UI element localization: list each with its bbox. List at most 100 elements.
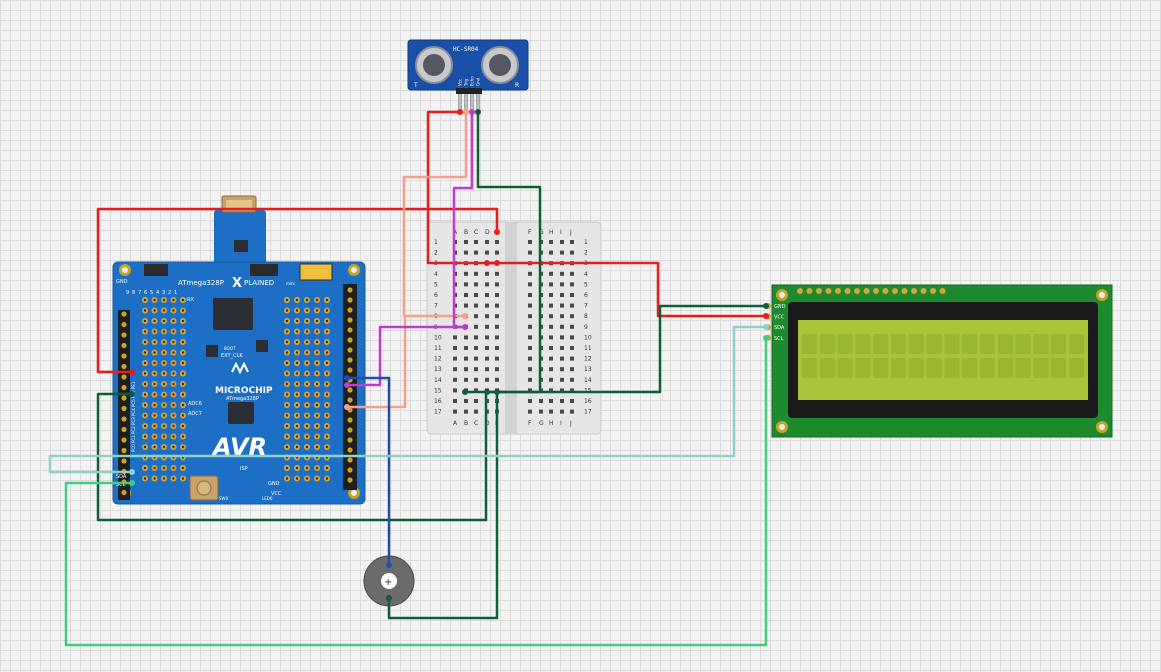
header-pin[interactable] [121,384,127,391]
breadboard-hole[interactable] [453,346,457,350]
breadboard-hole[interactable] [528,303,532,308]
wire-endpoint[interactable] [344,375,350,381]
header-pin[interactable] [121,363,127,370]
breadboard-hole[interactable] [570,377,574,382]
header-pin[interactable] [347,397,353,403]
breadboard-hole[interactable] [570,324,574,329]
breadboard-hole[interactable] [474,240,478,244]
breadboard-hole[interactable] [464,271,468,276]
breadboard-hole[interactable] [528,271,532,276]
breadboard-hole[interactable] [570,314,574,319]
breadboard-hole[interactable] [549,271,553,276]
header-pin[interactable] [121,321,127,328]
breadboard-hole[interactable] [549,314,553,319]
breadboard-hole[interactable] [453,356,457,361]
wire-endpoint[interactable] [763,313,769,319]
breadboard-hole[interactable] [528,409,532,414]
breadboard-hole[interactable] [474,399,478,403]
breadboard-hole[interactable] [528,314,532,319]
header-pin[interactable] [121,332,127,338]
wire-lcd-vcc[interactable] [487,261,766,318]
wire-sensor-vcc[interactable] [426,110,497,265]
breadboard-hole[interactable] [474,271,478,276]
breadboard-hole[interactable] [570,282,574,287]
breadboard-hole[interactable] [485,240,489,244]
wire-endpoint[interactable] [462,313,468,319]
header-pin[interactable] [121,416,127,422]
wire-endpoint[interactable] [763,324,769,330]
breadboard-hole[interactable] [485,324,489,329]
breadboard-hole[interactable] [453,335,457,340]
wire-endpoint[interactable] [344,382,350,388]
breadboard-hole[interactable] [495,293,499,297]
wire-endpoint[interactable] [484,389,490,395]
breadboard-hole[interactable] [560,335,564,340]
wire-endpoint[interactable] [484,260,490,266]
breadboard-hole[interactable] [474,377,478,382]
breadboard-hole[interactable] [485,346,489,350]
breadboard-hole[interactable] [495,303,499,308]
breadboard-hole[interactable] [464,346,468,350]
breadboard-hole[interactable] [570,250,574,255]
breadboard-hole[interactable] [464,367,468,372]
header-pin[interactable] [121,426,127,433]
breadboard-hole[interactable] [528,399,532,403]
wire-trig-to-board[interactable] [347,325,465,387]
wire-lcd-scl[interactable] [64,338,768,647]
wire-endpoint[interactable] [494,389,500,395]
header-pin[interactable] [121,353,127,359]
breadboard-hole[interactable] [528,346,532,350]
breadboard-hole[interactable] [495,282,499,287]
breadboard-hole[interactable] [549,388,553,393]
breadboard-hole[interactable] [560,293,564,297]
breadboard-hole[interactable] [495,356,499,361]
breadboard-hole[interactable] [464,240,468,244]
breadboard-hole[interactable] [464,335,468,340]
header-pin[interactable] [347,297,353,303]
breadboard-hole[interactable] [549,335,553,340]
header-pin[interactable] [347,427,353,433]
breadboard-hole[interactable] [474,367,478,372]
breadboard-hole[interactable] [453,388,457,393]
breadboard-hole[interactable] [464,250,468,255]
breadboard-hole[interactable] [495,367,499,372]
breadboard-hole[interactable] [464,282,468,287]
breadboard-hole[interactable] [474,346,478,350]
breadboard-hole[interactable] [539,399,543,403]
breadboard-hole[interactable] [453,399,457,403]
breadboard-hole[interactable] [570,399,574,403]
header-pin[interactable] [347,327,353,333]
breadboard-hole[interactable] [495,346,499,350]
breadboard-hole[interactable] [495,240,499,244]
wire-endpoint[interactable] [457,109,463,115]
breadboard-hole[interactable] [485,356,489,361]
breadboard-hole[interactable] [560,271,564,276]
breadboard-hole[interactable] [570,367,574,372]
wire-endpoint[interactable] [129,369,135,375]
breadboard-hole[interactable] [549,293,553,297]
header-pin[interactable] [347,387,353,393]
breadboard-hole[interactable] [528,250,532,255]
breadboard-hole[interactable] [528,240,532,244]
wire-endpoint[interactable] [386,562,392,568]
breadboard-hole[interactable] [474,282,478,287]
breadboard-hole[interactable] [570,409,574,414]
breadboard-hole[interactable] [474,250,478,255]
header-pin[interactable] [347,347,353,353]
breadboard-hole[interactable] [453,377,457,382]
wire-endpoint[interactable] [763,335,769,341]
breadboard-hole[interactable] [485,303,489,308]
header-pin[interactable] [121,374,127,380]
breadboard-hole[interactable] [453,367,457,372]
breadboard-hole[interactable] [560,409,564,414]
breadboard-hole[interactable] [560,399,564,403]
breadboard-hole[interactable] [474,388,478,393]
breadboard-hole[interactable] [495,377,499,382]
breadboard-hole[interactable] [474,335,478,340]
breadboard-hole[interactable] [528,388,532,393]
header-pin[interactable] [347,477,353,483]
breadboard-hole[interactable] [464,377,468,382]
breadboard-hole[interactable] [549,377,553,382]
atmega328p-xplained-mini-board[interactable]: ATmega328P X PLAINED mini MICROCHIP AVR … [112,195,366,505]
